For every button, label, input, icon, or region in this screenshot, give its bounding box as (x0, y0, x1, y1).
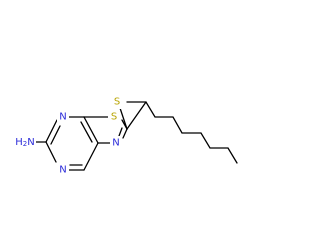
amine-n: N (27, 137, 34, 148)
bond-c4-c3a (83, 142, 99, 171)
ring-n-bottom: N (59, 165, 66, 176)
thiazole-ring (83, 116, 128, 144)
thioether-s: S (114, 97, 120, 108)
thiazole-n: N (112, 138, 119, 149)
molecule-structure-diagram: H2N N N S N S (12, 95, 238, 177)
bond-c2-n3-thiazole (122, 128, 128, 139)
bond-c3a-c7a-double (80, 121, 93, 143)
bond-c2-n3 (45, 141, 57, 163)
amine-h: H (15, 137, 23, 148)
pyrimidine-ring (45, 116, 99, 171)
ring-n-top: N (59, 112, 66, 123)
bond-c2-n1 (45, 119, 58, 143)
ring-s: S (111, 112, 117, 123)
alkyl-chain-bonds (126, 101, 238, 164)
amine-h-subscript: 2 (23, 140, 27, 148)
bond-c2-n1-double (50, 125, 61, 145)
octyl-chain (126, 101, 238, 164)
bond-c2-n3-thiazole-double (118, 127, 123, 137)
amine-label: H2N (15, 137, 34, 149)
atom-labels: H2N N N S N S (12, 95, 123, 177)
bond-c2-thioether (126, 101, 147, 130)
bond-c3a-c7a (83, 116, 99, 144)
